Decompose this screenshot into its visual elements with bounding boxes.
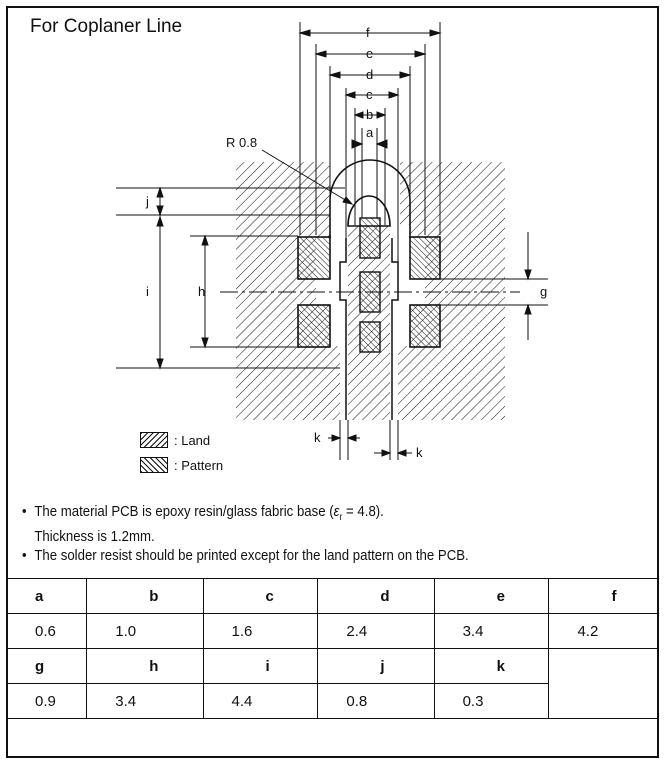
legend-land: : Land: [140, 432, 210, 448]
table-cell: 3.4: [433, 613, 550, 649]
land-pad-top-left: [297, 236, 331, 280]
dim-label-d: d: [366, 67, 373, 82]
table-cell: 2.4: [317, 613, 435, 649]
dimension-table: a b c d e f 0.6 1.0 1.6 2.4 3.4 4.2 g h …: [5, 578, 659, 719]
table-cell: 4.2: [548, 613, 659, 649]
dim-label-k-right: k: [416, 445, 423, 460]
figure-frame: [6, 6, 659, 758]
table-cell: 0.8: [317, 683, 435, 719]
table-header-cell: b: [86, 578, 204, 614]
land-pad-bottom-left: [297, 304, 331, 348]
note-material: The material PCB is epoxy resin/glass fa…: [22, 502, 469, 546]
table-cell: 1.0: [86, 613, 204, 649]
note-solder-resist: The solder resist should be printed exce…: [22, 546, 469, 565]
note-thickness: Thickness is 1.2mm.: [34, 528, 155, 545]
coplanar-line-diagram: f e d c b a j i h g k k R 0.8: [116, 22, 548, 460]
table-empty-cell: [548, 683, 659, 719]
table-header-cell: k: [433, 648, 550, 684]
ground-pattern-right: [398, 162, 505, 420]
table-cell: 0.6: [5, 613, 88, 649]
notes: The material PCB is epoxy resin/glass fa…: [22, 502, 469, 565]
dim-label-c: c: [366, 87, 373, 102]
table-header-cell: c: [202, 578, 319, 614]
dim-label-g: g: [540, 284, 547, 299]
table-cell: 0.3: [433, 683, 550, 719]
legend-pattern: : Pattern: [140, 457, 223, 473]
table-header-cell: g: [5, 648, 88, 684]
dim-label-f: f: [366, 25, 370, 40]
dim-label-h: h: [198, 284, 205, 299]
table-header-cell: a: [5, 578, 88, 614]
dim-label-a: a: [366, 125, 374, 140]
table-header-cell: e: [433, 578, 550, 614]
land-signal-top: [359, 217, 381, 259]
table-cell: 1.6: [202, 613, 319, 649]
table-cell: 0.9: [5, 683, 88, 719]
dim-label-b: b: [366, 107, 373, 122]
legend-pattern-label: : Pattern: [174, 457, 224, 473]
land-signal-bottom: [359, 321, 381, 353]
land-pad-top-right: [409, 236, 441, 280]
table-header-cell: f: [548, 578, 659, 614]
table-row: 0.6 1.0 1.6 2.4 3.4 4.2: [5, 613, 659, 649]
ground-pattern-left: [236, 162, 340, 420]
page-title: For Coplaner Line: [30, 16, 183, 37]
dim-label-i: i: [146, 284, 149, 299]
pattern-swatch: [140, 457, 168, 473]
table-header-cell: i: [202, 648, 319, 684]
land-swatch: [140, 432, 168, 448]
dim-label-e: e: [366, 46, 373, 61]
table-empty-cell: [548, 648, 659, 684]
dim-label-j: j: [145, 194, 149, 209]
land-pad-bottom-right: [409, 304, 441, 348]
dim-label-k-left: k: [314, 430, 321, 445]
table-cell: 3.4: [86, 683, 204, 719]
table-header-cell: j: [317, 648, 435, 684]
table-row: g h i j k: [5, 648, 659, 684]
table-cell: 4.4: [202, 683, 319, 719]
legend-land-label: : Land: [174, 432, 211, 448]
table-header-cell: h: [86, 648, 204, 684]
table-row: a b c d e f: [5, 578, 659, 614]
radius-label: R 0.8: [226, 135, 257, 150]
table-header-cell: d: [317, 578, 435, 614]
table-row: 0.9 3.4 4.4 0.8 0.3: [5, 683, 659, 719]
